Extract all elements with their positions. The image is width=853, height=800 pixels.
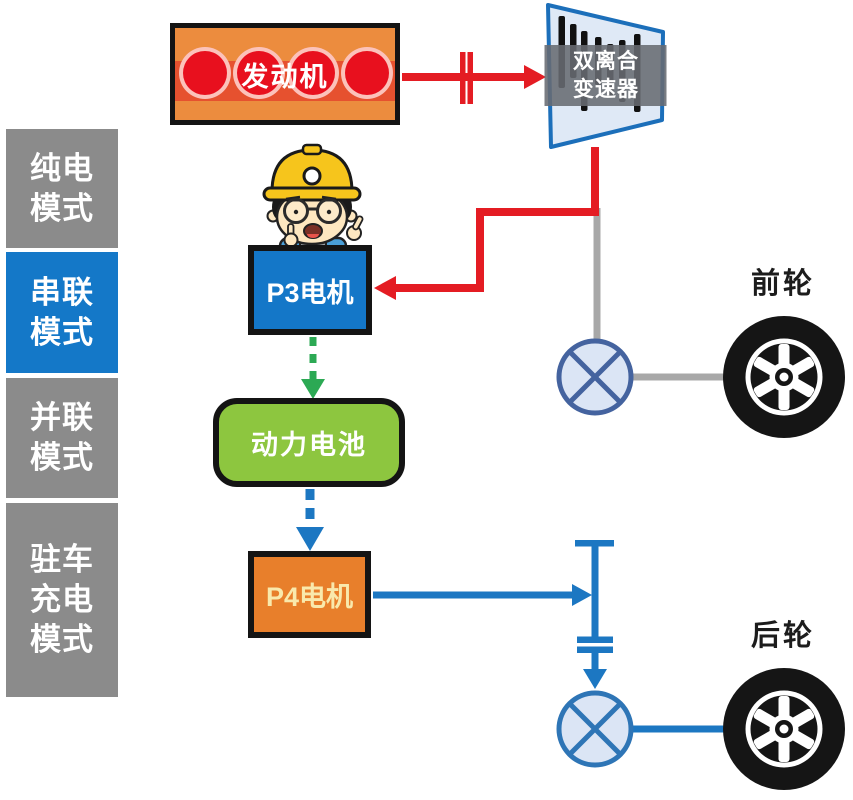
rear-clutch-symbol	[577, 636, 613, 653]
engine-cylinder	[233, 47, 285, 99]
battery-node: 动力电池	[213, 398, 405, 487]
rear-differential-icon	[556, 690, 634, 768]
sidebar-item-park-charge-mode[interactable]: 驻车 充电 模式	[6, 503, 118, 697]
clutch-symbol	[460, 52, 473, 104]
transmission-to-p3-arrow	[374, 147, 599, 300]
rear-wheel-label: 后轮	[750, 620, 815, 652]
engine-cylinder	[341, 47, 393, 99]
sidebar-item-pure-ev-mode[interactable]: 纯电 模式	[6, 129, 118, 248]
p4-motor-node: P4电机	[248, 551, 371, 638]
transmission-shape	[544, 3, 667, 149]
engine-cylinder	[287, 47, 339, 99]
transmission-label: 双离合 变速器	[548, 48, 664, 105]
p3-to-battery-arrow	[301, 337, 325, 399]
transmission-label-line2: 变速器	[573, 78, 639, 102]
battery-to-p4-arrow	[296, 489, 324, 551]
transmission-label-band	[544, 45, 667, 106]
sidebar-item-series-mode[interactable]: 串联 模式	[6, 252, 118, 373]
engine-to-transmission-arrow	[402, 52, 546, 104]
transmission-label-line1: 双离合	[573, 50, 639, 73]
front-differential-icon	[556, 338, 634, 416]
engine-node: 发动机	[170, 23, 400, 125]
front-wheel-icon	[723, 316, 845, 438]
engine-label: 发动机	[241, 61, 329, 92]
rear-wheel-icon	[723, 668, 845, 790]
front-wheel-label: 前轮	[750, 268, 815, 300]
p3-motor-node: P3电机	[248, 245, 372, 335]
p4-to-rear-axle-arrow	[373, 584, 592, 606]
sidebar-item-parallel-mode[interactable]: 并联 模式	[6, 378, 118, 498]
engine-cylinder	[179, 47, 231, 99]
worker-mascot	[262, 143, 364, 262]
